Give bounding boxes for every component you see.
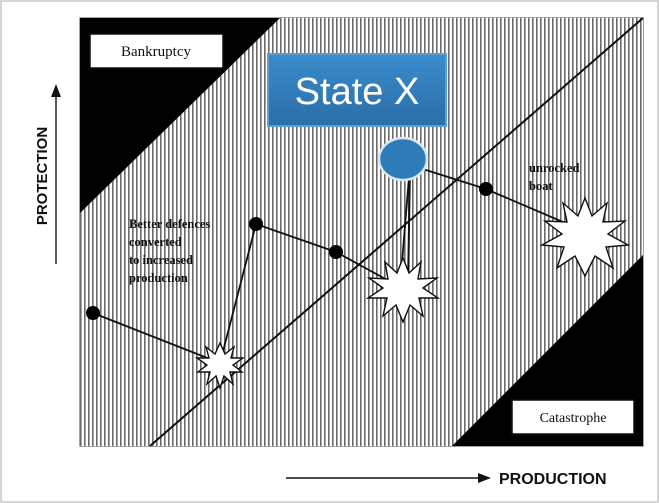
viable-band xyxy=(80,18,643,446)
right-annotation: unrocked boat xyxy=(529,161,580,193)
y-axis-arrowhead xyxy=(51,84,61,97)
burst-marker xyxy=(365,256,441,324)
bankruptcy-box xyxy=(89,33,224,69)
annotation-line: production xyxy=(129,271,188,285)
trajectory-point xyxy=(249,217,263,231)
state-x-callout xyxy=(267,53,447,127)
annotation-line: Better defences xyxy=(129,217,210,231)
catastrophe-label: Catastrophe xyxy=(540,411,607,426)
left-annotation: Better defences converted to increased p… xyxy=(129,217,210,285)
bankruptcy-label: Bankruptcy xyxy=(121,44,191,60)
balance-line xyxy=(149,17,644,447)
trajectory-point xyxy=(86,306,100,320)
state-x-stem xyxy=(407,164,411,289)
burst-marker xyxy=(194,341,246,391)
trajectory-point xyxy=(479,182,493,196)
catastrophe-zone xyxy=(452,255,643,446)
state-x-label: State X xyxy=(295,71,420,113)
trajectory-point xyxy=(329,245,343,259)
annotation-line: boat xyxy=(529,179,553,193)
trajectory-path xyxy=(92,163,571,365)
annotation-line: converted xyxy=(129,235,182,249)
catastrophe-box xyxy=(511,399,635,435)
y-axis-label: PROTECTION xyxy=(34,127,51,225)
state-x-marker xyxy=(377,136,429,182)
x-axis-label: PRODUCTION xyxy=(499,471,607,488)
x-axis-arrowhead xyxy=(478,473,491,483)
annotation-line: to increased xyxy=(129,253,193,267)
burst-marker xyxy=(539,196,631,278)
annotation-line: unrocked xyxy=(529,161,580,175)
